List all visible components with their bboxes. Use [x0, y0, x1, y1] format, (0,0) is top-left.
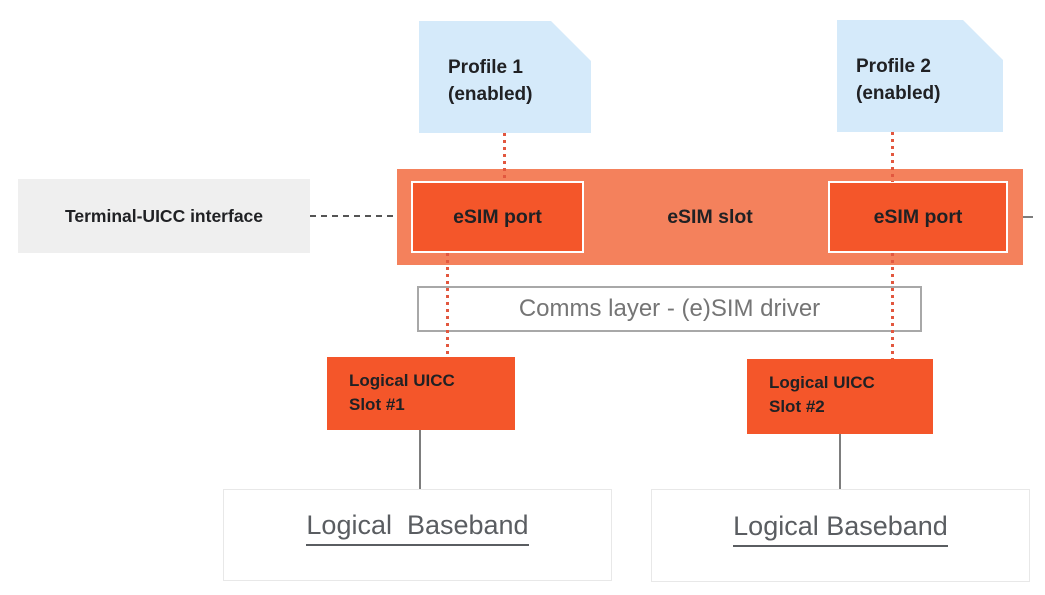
esim-slot-bar: eSIM slot eSIM port eSIM port	[397, 169, 1023, 265]
slot-right-dash-connector	[1023, 216, 1033, 218]
uicc1-to-baseband1-connector	[419, 430, 421, 489]
esim-slot-label: eSIM slot	[667, 205, 753, 228]
logical-uicc-slot-2-line2: Slot #2	[769, 397, 825, 416]
logical-baseband-2-box: Logical Baseband	[651, 489, 1030, 582]
esim-port-1-box: eSIM port	[411, 181, 584, 253]
profile-2-name: Profile 2	[856, 56, 931, 77]
esim-port-2-box: eSIM port	[828, 181, 1008, 253]
logical-uicc-slot-2-line1: Logical UICC	[769, 373, 875, 392]
port2-to-uicc2-dotted-connector	[891, 253, 894, 359]
profile-2-card: Profile 2 (enabled)	[837, 20, 1003, 132]
esim-port-2-label: eSIM port	[873, 205, 963, 228]
terminal-slot-dashed-connector	[310, 215, 397, 217]
comms-layer-label: Comms layer - (e)SIM driver	[518, 295, 821, 322]
logical-uicc-slot-1-line2: Slot #1	[349, 395, 405, 414]
profile-1-card: Profile 1 (enabled)	[419, 21, 591, 133]
profile-2-state: (enabled)	[856, 83, 941, 104]
esim-port-1-label: eSIM port	[453, 205, 542, 228]
profile-1-name: Profile 1	[448, 57, 523, 78]
logical-baseband-2-label: Logical Baseband	[733, 511, 948, 547]
logical-uicc-slot-2-box: Logical UICC Slot #2	[747, 359, 933, 434]
terminal-uicc-interface-label: Terminal-UICC interface	[64, 205, 264, 226]
comms-layer-box: Comms layer - (e)SIM driver	[417, 286, 922, 332]
terminal-uicc-interface-box: Terminal-UICC interface	[18, 179, 310, 253]
port1-to-uicc1-dotted-connector	[446, 253, 449, 357]
logical-uicc-slot-1-box: Logical UICC Slot #1	[327, 357, 515, 430]
logical-uicc-slot-1-line1: Logical UICC	[349, 371, 455, 390]
logical-baseband-1-box: Logical Baseband	[223, 489, 612, 581]
uicc2-to-baseband2-connector	[839, 434, 841, 489]
logical-baseband-1-label: Logical Baseband	[306, 510, 529, 546]
profile-1-state: (enabled)	[448, 84, 533, 105]
profile2-to-port2-dotted-connector	[891, 132, 894, 182]
profile1-to-port1-dotted-connector	[503, 133, 506, 181]
